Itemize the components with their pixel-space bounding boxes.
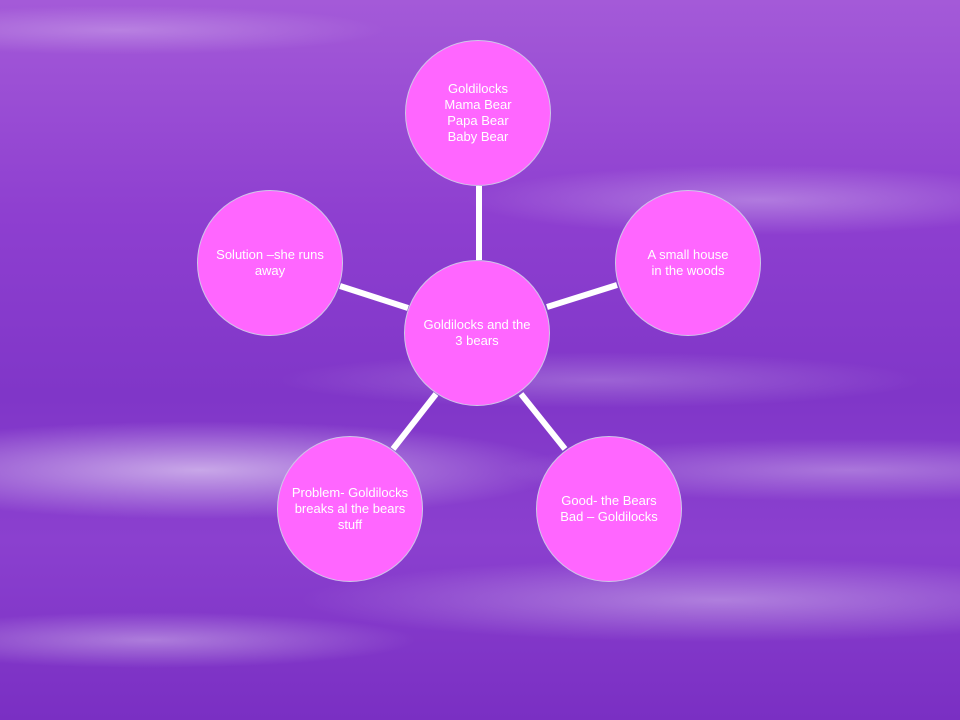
center-node-label: Goldilocks and the 3 bears: [423, 317, 531, 348]
connector-bottom-left: [390, 392, 439, 451]
solution-node-label: Solution –she runs away: [216, 247, 324, 278]
setting-node: A small house in the woods: [615, 190, 761, 336]
connector-left: [339, 283, 409, 311]
setting-node-label: A small house in the woods: [647, 247, 729, 278]
problem-node: Problem- Goldilocks breaks al the bears …: [277, 436, 423, 582]
good-bad-node-label: Good- the Bears Bad – Goldilocks: [560, 493, 658, 524]
connector-right: [546, 282, 618, 310]
problem-node-label: Problem- Goldilocks breaks al the bears …: [291, 485, 409, 532]
center-node: Goldilocks and the 3 bears: [404, 260, 550, 406]
characters-node-label: Goldilocks Mama Bear Papa Bear Baby Bear: [444, 81, 512, 144]
characters-node: Goldilocks Mama Bear Papa Bear Baby Bear: [405, 40, 551, 186]
good-bad-node: Good- the Bears Bad – Goldilocks: [536, 436, 682, 582]
solution-node: Solution –she runs away: [197, 190, 343, 336]
connector-bottom-right: [518, 392, 568, 451]
